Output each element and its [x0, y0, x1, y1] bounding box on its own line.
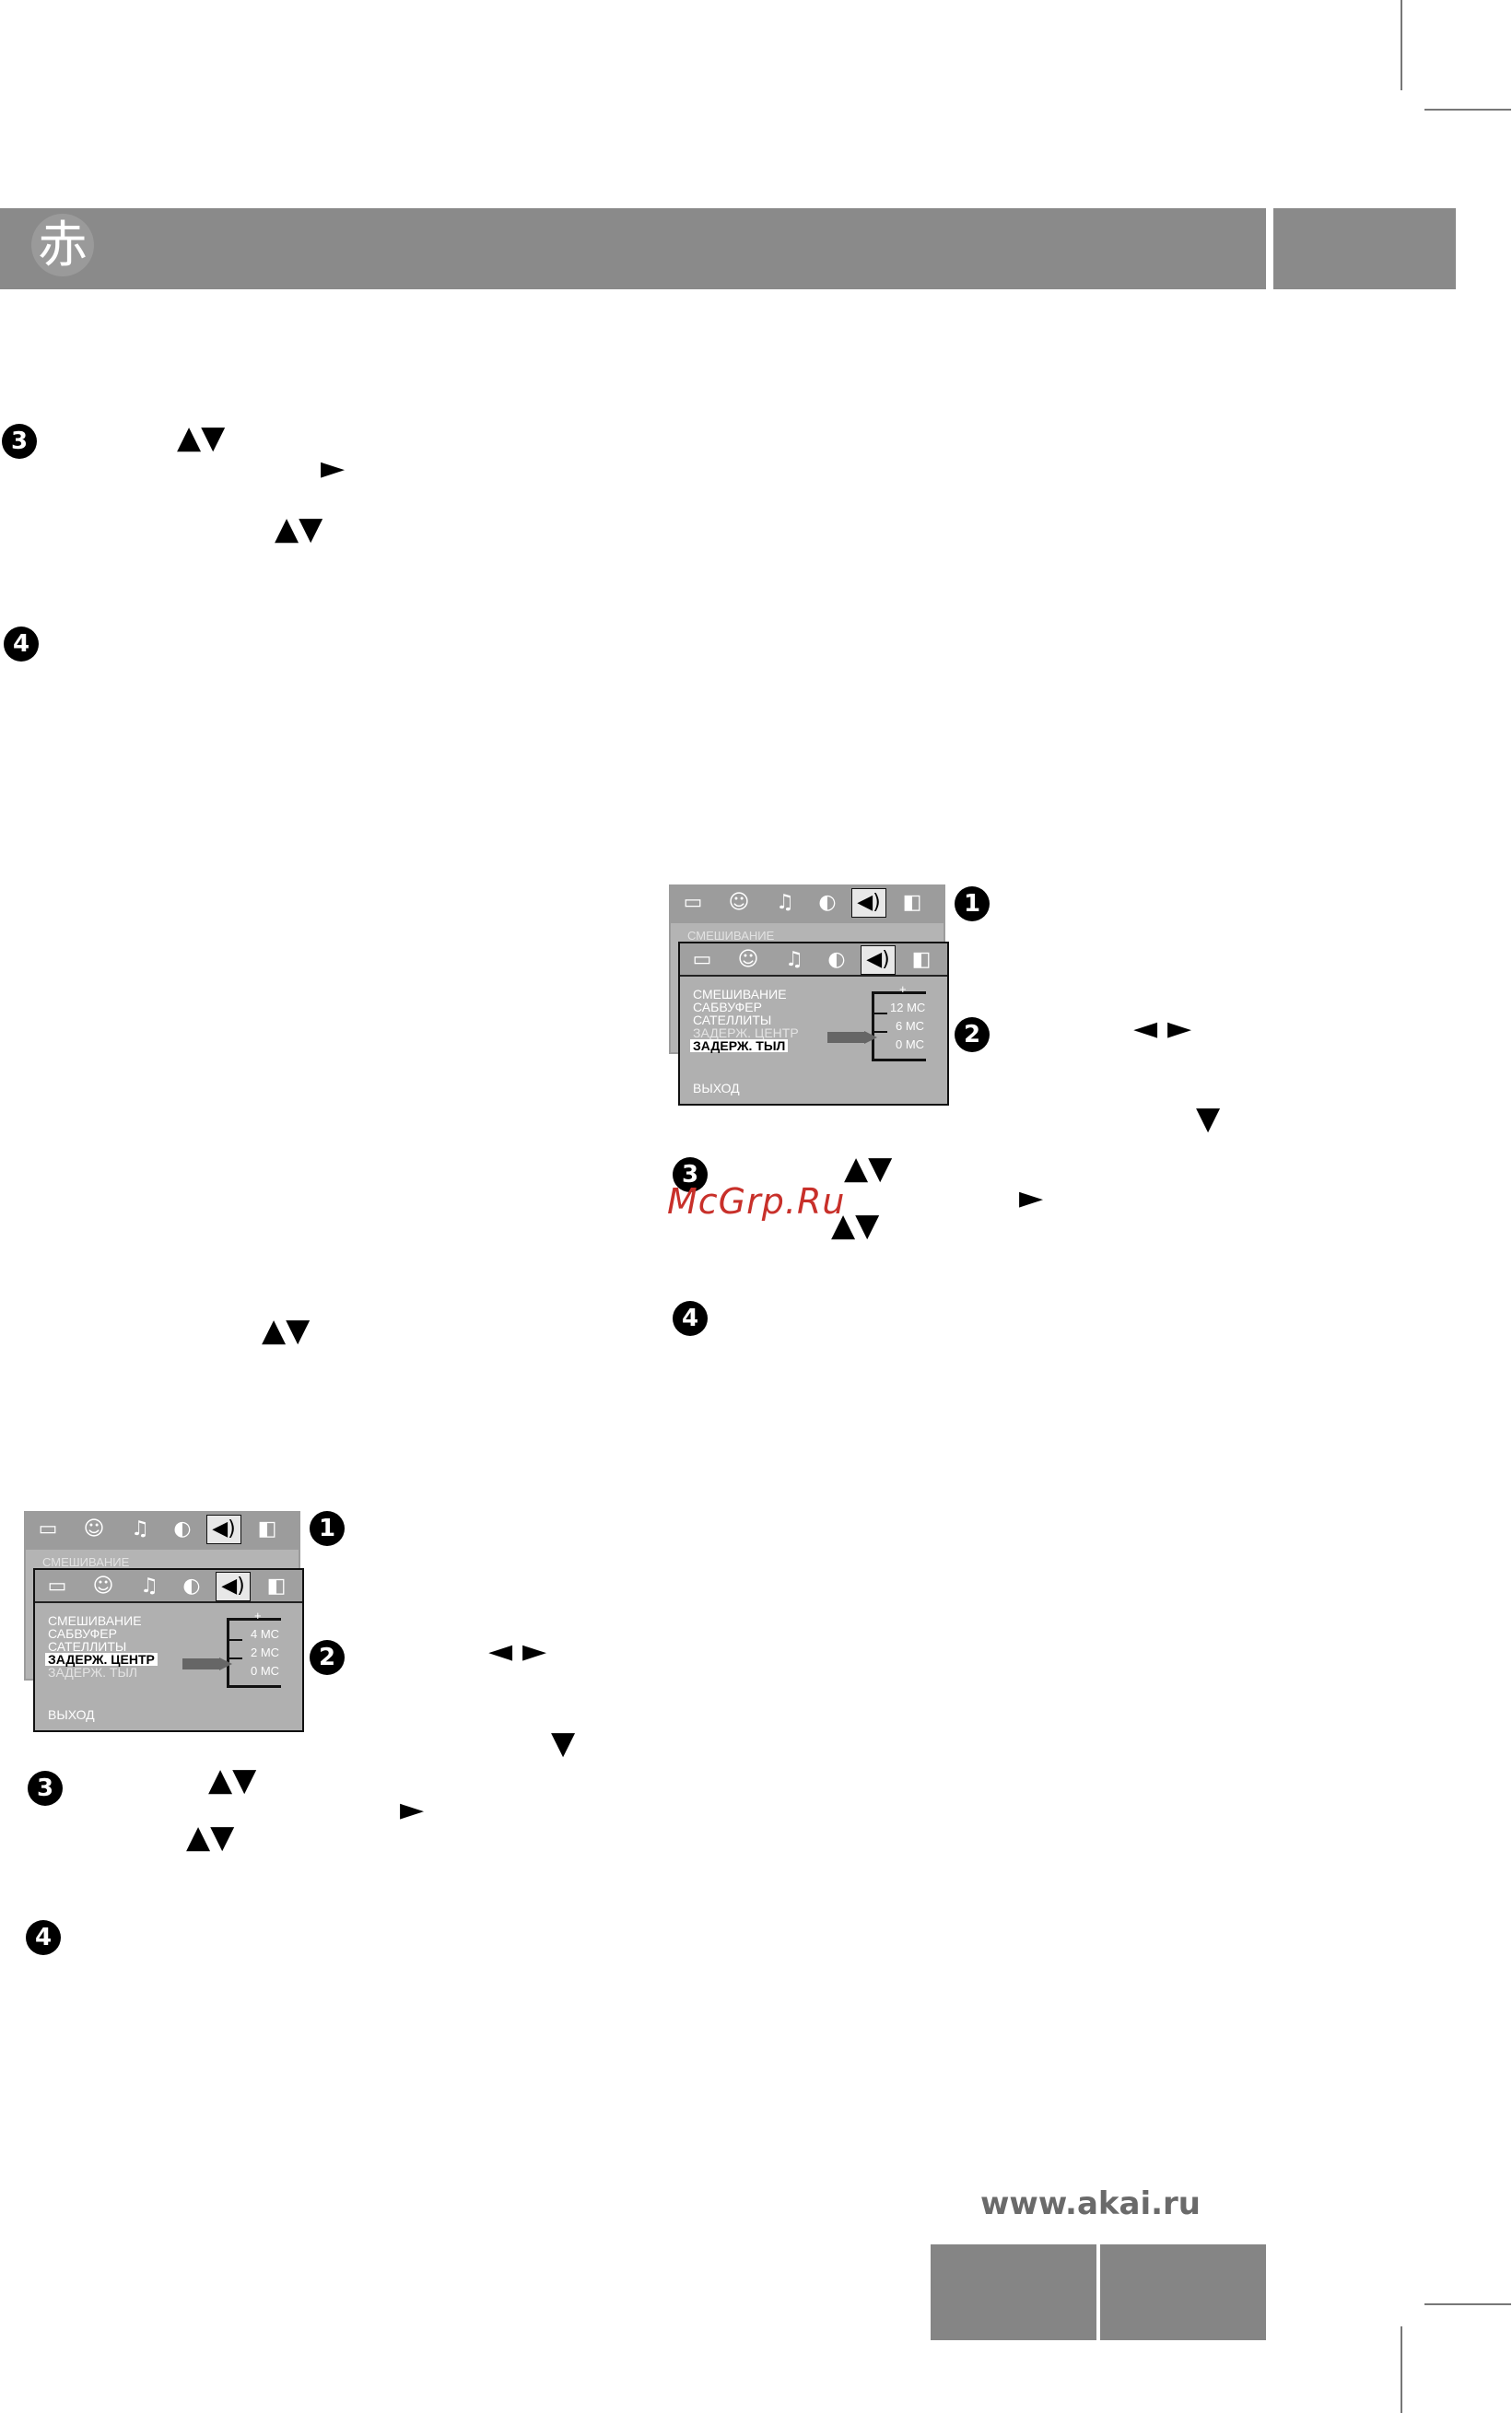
monitor-icon: ▭ — [47, 1575, 67, 1598]
up-down-arrows-icon: ▲▼ — [831, 1207, 880, 1244]
monitor-icon: ▭ — [692, 948, 712, 971]
menu-item-rear-delay: ЗАДЕРЖ. ТЫЛ — [48, 1665, 138, 1680]
music-note-icon: ♫ — [131, 1517, 149, 1540]
menu-item-satellites: САТЕЛЛИТЫ — [693, 1013, 772, 1027]
scale-tick — [229, 1657, 242, 1659]
menu-item-rear-delay: ЗАДЕРЖ. ТЫЛ — [690, 1039, 789, 1052]
menu-item-exit: ВЫХОД — [48, 1707, 95, 1722]
speaker-icon: ◀) — [206, 1515, 241, 1544]
osd-front-panel: ▭ ☺ ♫ ◐ ◀) ◧ СМЕШИВАНИЕ САБВУФЕР САТЕЛЛИ… — [678, 942, 949, 1106]
step-3-marker: 3 — [2, 424, 37, 459]
person-speech-icon: ☺ — [728, 891, 750, 914]
scale-label-high: 12 МС — [890, 1001, 926, 1014]
scale-tick — [874, 1013, 887, 1014]
osd-tabbar: ▭ ☺ ♫ ◐ ◀) ◧ — [680, 943, 947, 977]
footer-website: www.akai.ru — [980, 2185, 1201, 2222]
step-1-marker: 1 — [310, 1511, 345, 1546]
delay-scale — [227, 1618, 281, 1688]
up-down-arrows-icon: ▲▼ — [186, 1819, 235, 1856]
dolby-icon: ◧ — [266, 1575, 287, 1598]
speaker-icon: ◀) — [216, 1572, 251, 1601]
dolby-icon: ◧ — [902, 891, 922, 914]
music-note-icon: ♫ — [776, 891, 794, 914]
osd-rear-delay: ▭ ☺ ♫ ◐ ◀) ◧ СМЕШИВАНИЕ ▭ ☺ ♫ ◐ ◀) ◧ СМЕ… — [669, 884, 955, 1107]
scale-label-mid: 2 МС — [251, 1646, 280, 1659]
up-down-arrows-icon: ▲▼ — [275, 510, 323, 547]
pencil-pointer-icon — [827, 1031, 877, 1044]
watermark: McGrp.Ru — [667, 1181, 846, 1222]
right-arrow-icon: ► — [321, 450, 346, 486]
osd-back-label: СМЕШИВАНИЕ — [687, 929, 775, 943]
contrast-icon: ◐ — [182, 1575, 201, 1598]
up-down-arrows-icon: ▲▼ — [844, 1150, 893, 1187]
monitor-icon: ▭ — [38, 1517, 58, 1540]
osd-back-tabbar — [671, 886, 944, 923]
menu-item-mix: СМЕШИВАНИЕ — [48, 1613, 142, 1628]
step-2-marker: 2 — [955, 1017, 990, 1052]
menu-item-subwoofer: САБВУФЕР — [693, 1000, 762, 1014]
menu-item-center-delay: ЗАДЕРЖ. ЦЕНТР — [45, 1653, 158, 1666]
step-4-marker: 4 — [673, 1301, 708, 1336]
step-3-marker: 3 — [673, 1157, 708, 1192]
person-speech-icon: ☺ — [83, 1517, 105, 1540]
crop-mark — [1401, 2326, 1402, 2413]
scale-label-high: 4 МС — [251, 1627, 280, 1641]
left-right-arrows-icon: ◄ ► — [1133, 1010, 1192, 1047]
menu-item-exit: ВЫХОД — [693, 1081, 740, 1095]
music-note-icon: ♫ — [140, 1575, 158, 1598]
speaker-icon: ◀) — [861, 945, 896, 975]
right-arrow-icon: ► — [1019, 1179, 1044, 1216]
crop-mark — [1424, 2303, 1511, 2305]
delay-scale — [872, 991, 926, 1061]
scale-tick — [229, 1639, 242, 1641]
up-down-arrows-icon: ▲▼ — [177, 419, 226, 456]
menu-item-center-delay: ЗАДЕРЖ. ЦЕНТР — [693, 1025, 799, 1040]
scale-label-zero: 0 МС — [251, 1664, 280, 1678]
up-down-arrows-icon: ▲▼ — [262, 1312, 311, 1349]
contrast-icon: ◐ — [173, 1517, 192, 1540]
contrast-icon: ◐ — [827, 948, 846, 971]
scale-label-plus: + — [254, 1609, 262, 1622]
down-arrow-icon: ▼ — [1196, 1100, 1221, 1137]
contrast-icon: ◐ — [818, 891, 837, 914]
footer-page-box-left — [931, 2244, 1096, 2340]
person-speech-icon: ☺ — [92, 1575, 114, 1598]
scale-label-zero: 0 МС — [896, 1037, 925, 1051]
step-2-marker: 2 — [310, 1640, 345, 1675]
monitor-icon: ▭ — [683, 891, 703, 914]
crop-mark — [1424, 109, 1511, 111]
scale-label-plus: + — [899, 982, 907, 996]
scale-tick — [874, 1031, 887, 1033]
osd-back-tabbar — [26, 1513, 299, 1550]
step-3-marker: 3 — [28, 1771, 63, 1806]
right-arrow-icon: ► — [400, 1791, 425, 1828]
header-band-tab — [1273, 208, 1456, 289]
step-4-marker: 4 — [26, 1920, 61, 1955]
menu-item-subwoofer: САБВУФЕР — [48, 1626, 117, 1641]
menu-item-mix: СМЕШИВАНИЕ — [693, 987, 787, 1002]
dolby-icon: ◧ — [911, 948, 932, 971]
osd-back-label: СМЕШИВАНИЕ — [42, 1555, 130, 1569]
step-1-marker: 1 — [955, 886, 990, 921]
osd-front-panel: ▭ ☺ ♫ ◐ ◀) ◧ СМЕШИВАНИЕ САБВУФЕР САТЕЛЛИ… — [33, 1568, 304, 1732]
header-band — [0, 208, 1266, 289]
crop-mark — [1401, 0, 1402, 90]
scale-label-mid: 6 МС — [896, 1019, 925, 1033]
osd-center-delay: ▭ ☺ ♫ ◐ ◀) ◧ СМЕШИВАНИЕ ▭ ☺ ♫ ◐ ◀) ◧ СМЕ… — [24, 1511, 310, 1734]
left-right-arrows-icon: ◄ ► — [488, 1633, 547, 1669]
menu-item-satellites: САТЕЛЛИТЫ — [48, 1639, 127, 1654]
pencil-pointer-icon — [182, 1657, 232, 1670]
music-note-icon: ♫ — [785, 948, 803, 971]
dolby-icon: ◧ — [257, 1517, 277, 1540]
osd-tabbar: ▭ ☺ ♫ ◐ ◀) ◧ — [35, 1570, 302, 1603]
up-down-arrows-icon: ▲▼ — [208, 1762, 257, 1798]
down-arrow-icon: ▼ — [551, 1725, 576, 1762]
step-4-marker: 4 — [4, 627, 39, 662]
person-speech-icon: ☺ — [737, 948, 759, 971]
speaker-icon: ◀) — [851, 888, 886, 918]
header-glyph: 赤 — [31, 214, 94, 276]
footer-page-box-right — [1100, 2244, 1266, 2340]
